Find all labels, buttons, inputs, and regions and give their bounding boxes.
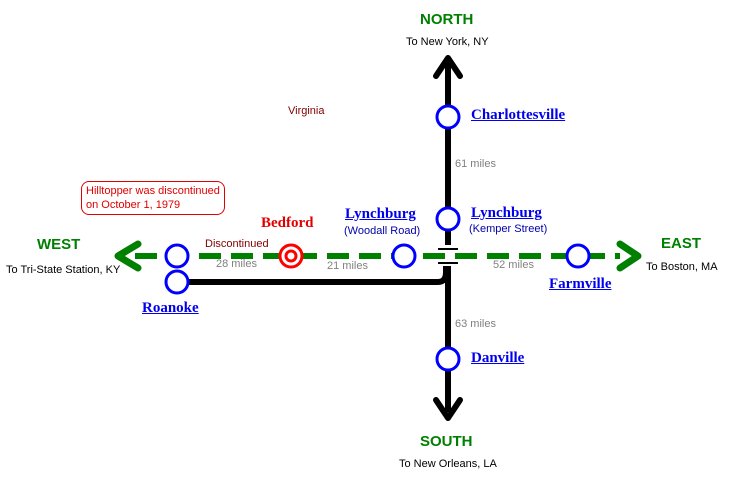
distance-bedford-roanoke: 28 miles	[216, 258, 257, 270]
station-bedford-inner-ring	[284, 249, 298, 263]
station-lynchburg-woodall-sub: (Woodall Road)	[344, 225, 421, 237]
station-danville-link[interactable]: Danville	[471, 350, 525, 366]
south-destination: To New Orleans, LA	[399, 458, 497, 470]
south-label: SOUTH	[420, 433, 473, 450]
station-lynchburg-woodall-marker[interactable]	[391, 243, 417, 269]
distance-woodall-bedford: 21 miles	[327, 260, 368, 272]
east-label: EAST	[661, 235, 702, 252]
state-label: Virginia	[288, 105, 325, 117]
distance-charlottesville-lynchburg: 61 miles	[455, 158, 496, 170]
west-arrow-icon	[114, 240, 142, 272]
station-lynchburg-kemper-sub: (Kemper Street)	[469, 223, 548, 235]
station-charlottesville-link[interactable]: Charlottesville	[471, 107, 566, 123]
north-destination: To New York, NY	[406, 36, 489, 48]
station-west-dashed-marker[interactable]	[164, 243, 190, 269]
note-line-2: on October 1, 1979	[86, 199, 181, 211]
east-destination: To Boston, MA	[646, 261, 718, 273]
station-roanoke-link[interactable]: Roanoke	[142, 300, 199, 316]
station-lynchburg-kemper-link[interactable]: Lynchburg	[471, 205, 542, 221]
south-arrow-icon	[433, 397, 463, 421]
east-arrow-icon	[616, 240, 642, 272]
distance-lynchburg-farmville: 52 miles	[493, 259, 534, 271]
station-lynchburg-woodall-link[interactable]: Lynchburg	[345, 206, 416, 222]
station-farmville-link[interactable]: Farmville	[549, 276, 612, 292]
discontinued-note: Hilltopper was discontinued on October 1…	[81, 181, 225, 215]
discontinued-label: Discontinued	[205, 238, 269, 250]
north-arrow-icon	[433, 55, 463, 79]
station-farmville-marker[interactable]	[565, 243, 591, 269]
note-line-1: Hilltopper was discontinued	[86, 185, 220, 197]
main-line-to-roanoke	[178, 266, 449, 285]
west-label: WEST	[37, 236, 81, 253]
station-lynchburg-kemper-marker[interactable]	[435, 206, 461, 232]
station-charlottesville-marker[interactable]	[435, 104, 461, 130]
station-danville-marker[interactable]	[435, 346, 461, 372]
station-bedford-label: Bedford	[261, 215, 314, 231]
north-label: NORTH	[420, 11, 474, 28]
station-roanoke-marker[interactable]	[164, 269, 190, 295]
distance-lynchburg-danville: 63 miles	[455, 318, 496, 330]
west-destination: To Tri-State Station, KY	[6, 264, 121, 276]
